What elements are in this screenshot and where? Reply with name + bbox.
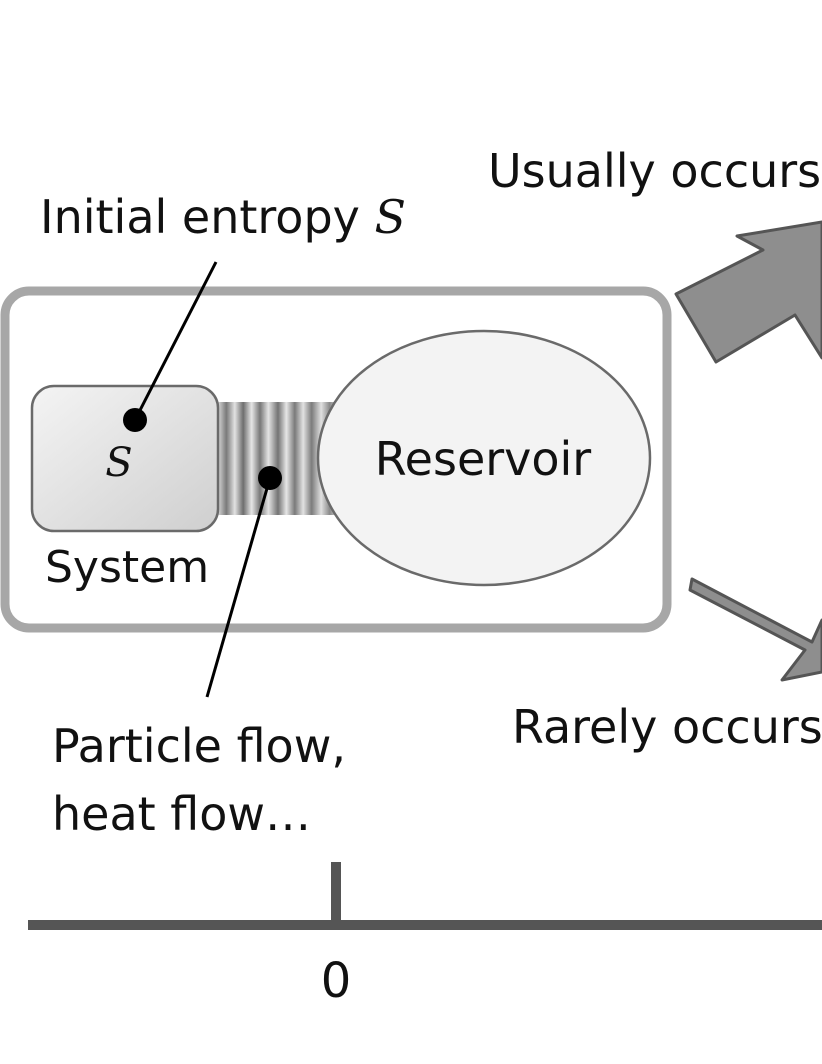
rare-outcome-arrow — [688, 577, 822, 682]
entropy-symbol: S — [375, 190, 407, 244]
usually-occurs-label: Usually occurs. — [488, 144, 822, 198]
flow-label-line1: Particle flow, — [52, 719, 346, 773]
usual-outcome-arrow — [674, 220, 822, 364]
system-box — [30, 384, 220, 533]
initial-entropy-label: Initial entropy S — [40, 190, 406, 244]
entropy-pointer-dot — [123, 408, 147, 432]
reservoir-label: Reservoir — [375, 432, 592, 486]
rarely-occurs-label: Rarely occurs. — [512, 700, 822, 754]
reservoir-ellipse — [316, 329, 652, 587]
time-axis-tick-label: 0 — [321, 953, 352, 1009]
entropy-pointer-line — [133, 261, 218, 421]
initial-entropy-text: Initial entropy — [40, 190, 375, 244]
system-label: System — [45, 542, 209, 593]
flow-pointer-dot — [258, 466, 282, 490]
system-entropy-symbol: S — [105, 440, 132, 486]
flow-pointer-line — [205, 477, 272, 698]
flow-label-line2: heat flow… — [52, 787, 311, 841]
